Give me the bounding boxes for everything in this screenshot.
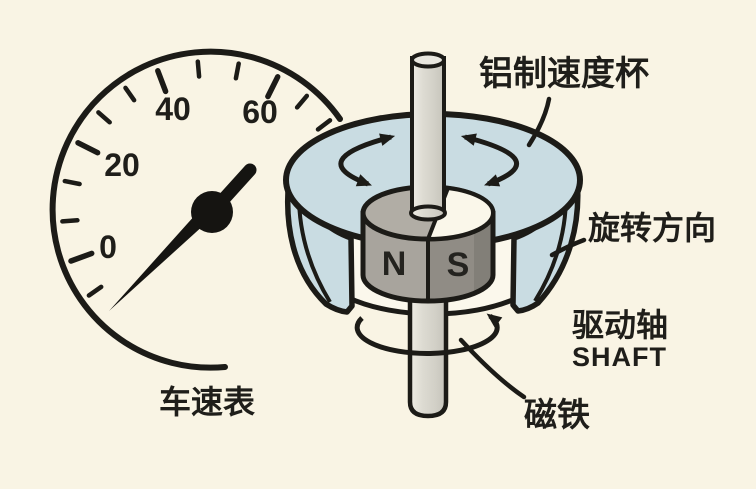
magnet-label: 磁铁: [524, 396, 590, 433]
cup-label: 铝制速度杯: [479, 55, 649, 93]
shaft-rotation-arrow: [354, 313, 503, 356]
gauge-tick-label-20: 20: [104, 147, 140, 183]
magnet-side-facet: [474, 215, 493, 293]
rotation-direction-label: 旋转方向: [588, 210, 716, 246]
cup-rotation-arrow-right: [460, 133, 520, 187]
speedometer-gauge: 0 20 40 60 车速表: [49, 48, 343, 420]
cup-label-leader-line: [526, 96, 552, 148]
drive-shaft-label-cn: 驱动轴: [572, 307, 668, 343]
cup-rotation-arrow-left: [338, 133, 396, 187]
shaft-top-cap: [410, 51, 446, 69]
needle-hub: [191, 191, 233, 233]
gauge-tick-label-0: 0: [99, 229, 117, 265]
magnet-label-leader-line: [458, 337, 527, 400]
gauge-label: 车速表: [159, 384, 255, 420]
gauge-tick-marks: [60, 59, 333, 298]
rotation-label-leader-line: [549, 237, 587, 258]
gauge-needle: [109, 163, 257, 311]
gauge-tick-label-60: 60: [242, 94, 278, 130]
gauge-dial-arc: [49, 48, 343, 371]
drive-shaft-label-en: SHAFT: [572, 342, 667, 372]
gauge-tick-label-40: 40: [155, 91, 191, 127]
magnet-pole-s-label: S: [447, 246, 470, 284]
drive-shaft-upper: [409, 51, 447, 222]
shaft-magnet-junction: [409, 204, 447, 222]
speed-cup-assembly: N S 铝制速度杯 旋转方向 驱动轴 SHAFT 磁铁: [283, 51, 716, 433]
magnet-pole-n-label: N: [382, 245, 407, 283]
magnet-outline: [360, 211, 496, 304]
